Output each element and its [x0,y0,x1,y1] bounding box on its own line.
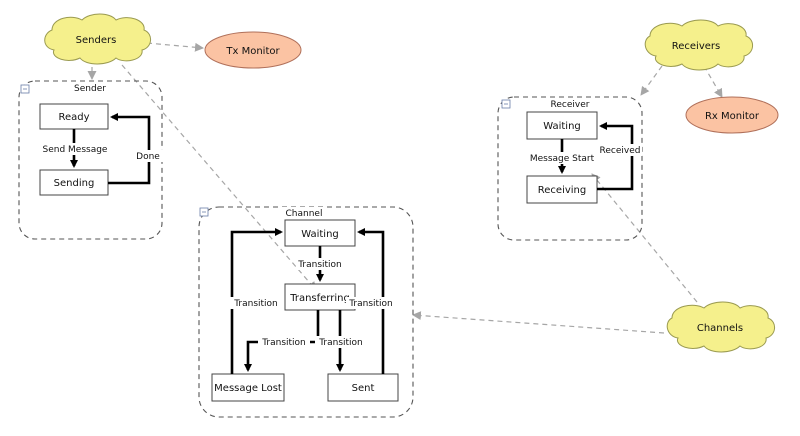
state-sent-label: Sent [352,383,375,394]
state-receiver-waiting-label: Waiting [543,121,581,132]
channels-to-channel-link [412,311,665,334]
state-transferring[interactable] [284,283,356,311]
state-message-lost-label: Message Lost [214,383,282,394]
state-sending-label: Sending [54,178,95,189]
senders-to-txmonitor-link [146,42,204,52]
state-receiving[interactable] [526,175,598,204]
collapse-icon[interactable] [501,99,511,109]
cloud-icon [644,19,753,71]
state-receiving-label: Receiving [538,185,586,196]
state-transferring-label: Transferring [289,293,350,304]
receivers-label: Receivers [672,41,720,52]
state-ready-label: Ready [58,112,89,123]
state-message-lost[interactable] [211,373,285,402]
rx-monitor[interactable]: Rx Monitor [685,96,779,134]
state-channel-waiting[interactable] [284,219,356,247]
channels-label: Channels [697,323,743,334]
send-message-label: Send Message [43,145,108,155]
channel-frame [198,206,414,418]
lost-to-waiting-label: Transition [233,299,278,309]
tx-monitor-label: Tx Monitor [225,46,280,57]
waiting-to-transferring-label: Transition [297,260,342,270]
lost-to-waiting-arrow[interactable] [230,228,283,374]
channels-cloud[interactable]: Channels [666,301,775,353]
receiver-container[interactable]: Receiver Waiting Receiving Message Start… [497,96,643,241]
tx-monitor-shape [204,31,302,69]
transferring-to-sent-label: Transition [318,338,363,348]
message-start-label: Message Start [530,154,595,164]
transferring-to-lost-label: Transition [261,338,306,348]
receiver-title: Receiver [551,100,590,110]
state-sent[interactable] [327,373,399,402]
collapse-icon[interactable] [199,207,209,217]
channels-to-receiving-link [591,173,698,303]
state-receiver-waiting[interactable] [526,111,598,140]
receivers-to-receiver-link [640,65,663,96]
cloud-icon [44,13,151,65]
tx-monitor[interactable]: Tx Monitor [204,31,302,69]
done-label: Done [136,152,160,162]
senders-label: Senders [76,35,117,46]
sent-to-waiting-label: Transition [348,299,393,309]
collapse-icon[interactable] [20,84,30,94]
state-channel-waiting-label: Waiting [301,229,339,240]
channel-title: Channel [286,209,323,219]
rx-monitor-shape [685,96,779,134]
receivers-to-rxmonitor-link [703,65,723,98]
channel-container[interactable]: Channel Waiting Transferring Message Los… [198,206,414,418]
sent-to-waiting-arrow[interactable] [357,228,385,374]
sender-container[interactable]: Sender Ready Sending Send Message Done [18,80,164,240]
cloud-icon [666,301,775,353]
received-label: Received [600,146,641,156]
receiver-frame [497,96,643,241]
rx-monitor-label: Rx Monitor [705,111,760,122]
senders-to-transferring-link [121,64,317,291]
received-arrow[interactable] [597,122,634,191]
senders-cloud[interactable]: Senders [44,13,151,65]
receivers-cloud[interactable]: Receivers [644,19,753,71]
sender-title: Sender [74,84,106,94]
